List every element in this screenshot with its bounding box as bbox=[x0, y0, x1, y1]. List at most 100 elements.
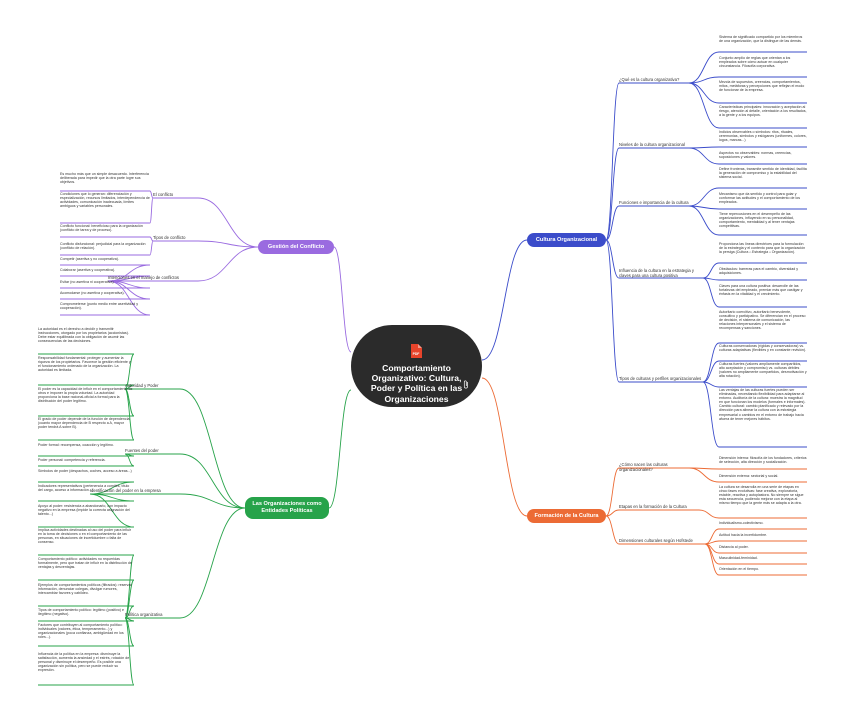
branch-label: Las Organizaciones como Entidades Políti… bbox=[252, 501, 322, 514]
leaf-note[interactable]: Obstáculos: barreras para el cambio, div… bbox=[719, 267, 799, 276]
connector-branch-subtopic bbox=[197, 240, 259, 248]
connector-subtopic-leaf bbox=[149, 240, 154, 256]
leaf-note[interactable]: Influencia de la política en la empresa:… bbox=[38, 652, 130, 673]
subtopic-cultura-1[interactable]: Niveles de la cultura organizacional bbox=[619, 142, 685, 147]
leaf-note[interactable]: Evitar (no asertiva ni cooperativa). bbox=[60, 280, 115, 284]
connector-branch-subtopic bbox=[197, 246, 259, 282]
leaf-note[interactable]: Símbolos de poder (despachos, coches, ac… bbox=[38, 469, 132, 473]
leaf-note[interactable]: Colaborar (asertiva y cooperativa). bbox=[60, 268, 116, 272]
connector-subtopic-leaf bbox=[124, 384, 135, 390]
leaf-note[interactable]: Mezcla de supuestos, creencias, comporta… bbox=[719, 80, 805, 93]
paperclip-icon[interactable] bbox=[463, 380, 469, 389]
branch-formacion-cultura[interactable]: Formación de la Cultura bbox=[527, 509, 606, 523]
leaf-note[interactable]: Conjunto amplio de reglas que orientan a… bbox=[719, 56, 791, 69]
leaf-note[interactable]: El grado de poder depende de la función … bbox=[38, 417, 130, 430]
subtopic-formacion-2[interactable]: Dimensiones culturales según Hofstede bbox=[619, 538, 693, 543]
leaf-note[interactable]: Individualismo-colectivismo. bbox=[719, 521, 764, 525]
connector-branch-subtopic bbox=[179, 388, 246, 509]
connector-subtopic-leaf bbox=[704, 528, 720, 545]
connector-branch-subtopic bbox=[605, 82, 620, 241]
leaf-note[interactable]: Culturas fuertes (valores ampliamente co… bbox=[719, 362, 807, 379]
connector-subtopic-leaf bbox=[702, 381, 720, 388]
connector-subtopic-leaf bbox=[124, 617, 135, 686]
connector-subtopic-leaf bbox=[149, 190, 154, 199]
subtopic-poder-1[interactable]: Fuentes del poder bbox=[125, 448, 159, 453]
leaf-note[interactable]: La autoridad es el derecho a decidir y t… bbox=[38, 327, 129, 344]
leaf-note[interactable]: El poder es la capacidad de influir en e… bbox=[38, 387, 133, 404]
leaf-note[interactable]: Tiene repercusiones en el desempeño de l… bbox=[719, 212, 795, 229]
leaf-note[interactable]: Claves para una cultura positiva: desarr… bbox=[719, 284, 803, 297]
leaf-note[interactable]: Es mucho más que un simple desacuerdo. I… bbox=[60, 172, 149, 185]
connector-subtopic-leaf bbox=[124, 579, 135, 619]
connector-branch-subtopic bbox=[605, 147, 620, 241]
svg-text:PDF: PDF bbox=[413, 352, 420, 356]
connector-subtopic-leaf bbox=[688, 82, 720, 104]
subtopic-cultura-4[interactable]: Tipos de culturas y perfiles organizacio… bbox=[619, 376, 702, 381]
connector-subtopic-leaf bbox=[702, 277, 720, 308]
leaf-note[interactable]: Acomodarse (no asertiva y cooperativa). bbox=[60, 291, 125, 295]
branch-organizaciones-politicas[interactable]: Las Organizaciones como Entidades Políti… bbox=[245, 497, 329, 519]
leaf-note[interactable]: Indicios observables o símbolos: ritos, … bbox=[719, 130, 807, 143]
branch-gestion-conflicto[interactable]: Gestión del Conflicto bbox=[258, 240, 334, 254]
leaf-note[interactable]: Condiciones que lo generan: diferenciaci… bbox=[60, 192, 150, 209]
subtopic-poder-0[interactable]: Autoridad y Poder bbox=[125, 383, 159, 388]
connector-subtopic-leaf bbox=[698, 509, 720, 519]
leaf-note[interactable]: Ejemplos de comportamientos políticos (f… bbox=[38, 583, 132, 596]
leaf-note[interactable]: Aspectos no observables: normas, creenci… bbox=[719, 151, 792, 160]
connector-subtopic-leaf bbox=[149, 197, 154, 224]
subtopic-cultura-0[interactable]: ¿Qué es la cultura organizativa? bbox=[619, 77, 680, 82]
leaf-note[interactable]: Factores que contribuyen al comportamien… bbox=[38, 623, 124, 640]
leaf-note[interactable]: Actitud hacia la incertidumbre. bbox=[719, 533, 768, 537]
subtopic-formacion-1[interactable]: Etapas en la formación de la Cultura bbox=[619, 504, 687, 509]
connector-subtopic-leaf bbox=[124, 453, 135, 467]
leaf-note[interactable]: Culturas conservadoras (rígidas y conser… bbox=[719, 344, 807, 353]
leaf-note[interactable]: Poder personal: competencia y referencia… bbox=[38, 458, 106, 462]
leaf-note[interactable]: Apoyo al poder: resistencia a abandonarl… bbox=[38, 504, 130, 517]
connector-subtopic-leaf bbox=[688, 51, 720, 84]
connector-subtopic-leaf bbox=[704, 543, 720, 576]
leaf-note[interactable]: Comportamiento político: actividades no … bbox=[38, 557, 132, 570]
leaf-note[interactable]: Conflicto disfuncional: perjudicial para… bbox=[60, 242, 146, 251]
connector-center-poder bbox=[328, 389, 352, 509]
connector-subtopic-leaf bbox=[702, 381, 720, 448]
leaf-note[interactable]: Distancia al poder. bbox=[719, 545, 749, 549]
connector-branch-subtopic bbox=[179, 493, 246, 509]
connector-subtopic-leaf bbox=[702, 360, 720, 383]
leaf-note[interactable]: Competir (asertiva y no cooperativa). bbox=[60, 257, 119, 261]
subtopic-poder-3[interactable]: Política organizativa bbox=[125, 612, 163, 617]
leaf-note[interactable]: Dimensión externa: sectorial y social. bbox=[719, 474, 779, 478]
leaf-note[interactable]: Masculinidad-feminidad. bbox=[719, 556, 758, 560]
subtopic-conflicto-2[interactable]: Intenciones en el manejo de conflictos bbox=[108, 275, 179, 280]
subtopic-conflicto-1[interactable]: Tipos de conflicto bbox=[153, 235, 186, 240]
connector-subtopic-leaf bbox=[89, 493, 135, 528]
leaf-note[interactable]: Conflicto funcional: beneficioso para la… bbox=[60, 224, 143, 233]
subtopic-formacion-0[interactable]: ¿Cómo nacen las culturas organizacionale… bbox=[619, 462, 668, 472]
subtopic-cultura-3[interactable]: Influencia de la cultura en la estrategi… bbox=[619, 268, 694, 278]
leaf-note[interactable]: Dimensión interna: filosofía de los fund… bbox=[719, 456, 807, 465]
leaf-note[interactable]: Autoritario coercitivo, autoritario bene… bbox=[719, 310, 806, 331]
leaf-note[interactable]: Comprometerse (punto medio entre asertiv… bbox=[60, 302, 139, 311]
leaf-note[interactable]: Poder formal: recompensa, coacción y leg… bbox=[38, 443, 114, 447]
leaf-note[interactable]: Tipos de comportamiento político: legíti… bbox=[38, 608, 124, 617]
leaf-note[interactable]: Orientación en el tiempo. bbox=[719, 567, 759, 571]
central-topic[interactable]: Comportamiento Organizativo: Cultura, Po… bbox=[351, 325, 482, 407]
leaf-note[interactable]: La cultura se desarrolla en una serie de… bbox=[719, 485, 804, 506]
subtopic-cultura-2[interactable]: Funciones e importancia de la cultura bbox=[619, 200, 689, 205]
subtopic-poder-2[interactable]: Identificación del poder en la empresa bbox=[90, 488, 161, 493]
connector-subtopic-leaf bbox=[688, 187, 720, 207]
leaf-note[interactable]: Responsabilidad fundamental: proteger y … bbox=[38, 356, 131, 373]
leaf-note[interactable]: Mecanismo que da sentido y control para … bbox=[719, 192, 801, 205]
leaf-note[interactable]: Indicadores representativos (pertenencia… bbox=[38, 484, 130, 493]
leaf-note[interactable]: Implica actividades destinadas al uso de… bbox=[38, 528, 132, 545]
leaf-note[interactable]: Define fronteras, transmite sentido de i… bbox=[719, 167, 807, 180]
leaf-note[interactable]: Las ventajas de las culturas fuertes pue… bbox=[719, 388, 806, 421]
leaf-note[interactable]: Sistema de significado compartido por lo… bbox=[719, 35, 803, 44]
leaf-note[interactable]: Proporciona las líneas directrices para … bbox=[719, 242, 806, 255]
branch-label: Formación de la Cultura bbox=[534, 513, 599, 519]
pdf-icon[interactable]: PDF bbox=[410, 344, 422, 358]
subtopic-conflicto-0[interactable]: El conflicto bbox=[153, 192, 174, 197]
connector-branch-subtopic bbox=[179, 453, 246, 509]
leaf-note[interactable]: Características principales: innovación … bbox=[719, 105, 807, 118]
branch-cultura-organizacional[interactable]: Cultura Organizacional bbox=[527, 233, 606, 247]
connector-subtopic-leaf bbox=[688, 76, 720, 84]
